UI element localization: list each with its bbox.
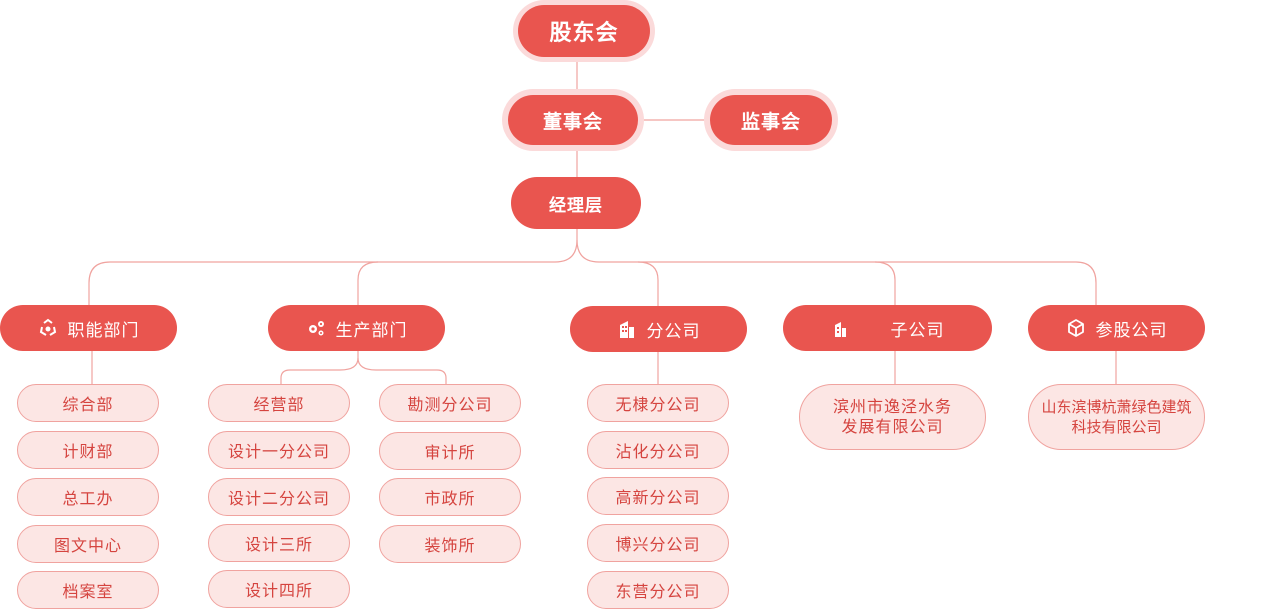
functional-item: 计财部 (17, 431, 159, 469)
dept-production-label: 生产部门 (335, 320, 408, 341)
production-item: 设计三所 (208, 524, 350, 562)
dept-subsidiary: 子公司 (783, 305, 992, 351)
gears-icon (306, 318, 326, 338)
functional-item: 图文中心 (17, 525, 159, 563)
subsidiary-item: 滨州市逸泾水务 发展有限公司 (799, 384, 986, 450)
subsidiary-line2: 发展有限公司 (841, 417, 944, 436)
functional-item: 档案室 (17, 571, 159, 609)
production-item: 设计四所 (208, 570, 350, 608)
dept-subsidiary-label: 子公司 (890, 320, 945, 341)
functional-item: 综合部 (17, 384, 159, 422)
production-item: 市政所 (379, 478, 521, 516)
dept-production: 生产部门 (268, 305, 445, 351)
recycle-icon (38, 318, 58, 338)
branch-item: 沾化分公司 (587, 431, 729, 469)
dept-associate: 参股公司 (1028, 305, 1205, 351)
branch-item: 博兴分公司 (587, 524, 729, 562)
functional-item: 总工办 (17, 478, 159, 516)
branch-item: 无棣分公司 (587, 384, 729, 422)
dept-functional: 职能部门 (0, 305, 177, 351)
supervisors-node: 监事会 (710, 95, 832, 145)
production-item: 勘测分公司 (379, 384, 521, 422)
production-item: 装饰所 (379, 525, 521, 563)
associate-line1: 山东滨博杭萧绿色建筑 (1041, 398, 1192, 416)
dept-branches-label: 分公司 (646, 321, 701, 342)
branch-item: 东营分公司 (587, 571, 729, 609)
associate-item: 山东滨博杭萧绿色建筑 科技有限公司 (1028, 384, 1205, 450)
board-node: 董事会 (508, 95, 638, 145)
production-item: 设计二分公司 (208, 478, 350, 516)
production-item: 设计一分公司 (208, 431, 350, 469)
production-item: 经营部 (208, 384, 350, 422)
dept-associate-label: 参股公司 (1095, 320, 1168, 341)
associate-line2: 科技有限公司 (1071, 418, 1162, 436)
subsidiary-line1: 滨州市逸泾水务 (832, 397, 952, 416)
dept-branches: 分公司 (570, 306, 747, 352)
production-item: 审计所 (379, 432, 521, 470)
cube-icon (1066, 318, 1086, 338)
branch-item: 高新分公司 (587, 477, 729, 515)
management-node: 经理层 (511, 177, 641, 229)
shareholders-node: 股东会 (518, 5, 650, 57)
office-icon (831, 318, 851, 338)
dept-functional-label: 职能部门 (67, 320, 140, 341)
building-icon (617, 319, 637, 339)
